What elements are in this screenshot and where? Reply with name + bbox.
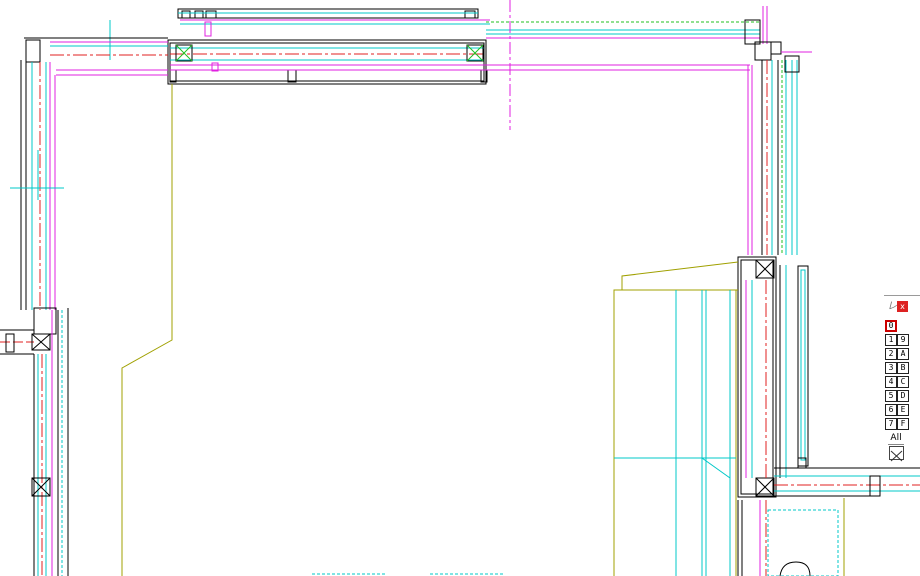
layer-button-9[interactable]: 9: [897, 334, 909, 346]
interior-outline: [122, 84, 738, 576]
layer-button-F[interactable]: F: [897, 418, 909, 430]
layer-palette: レ x 0 1 2 3 4 5 6 7 9 A B C D E F All: [884, 293, 920, 463]
right-wall: [738, 42, 920, 576]
layer-button-2[interactable]: 2: [885, 348, 897, 360]
layer-palette-header: レ x: [884, 295, 920, 312]
left-wall: [0, 20, 168, 576]
layer-button-5[interactable]: 5: [885, 390, 897, 402]
layer-palette-title: レ: [887, 301, 897, 312]
layer-button-3[interactable]: 3: [885, 362, 897, 374]
top-wall: [168, 0, 767, 130]
layer-button-7[interactable]: 7: [885, 418, 897, 430]
layer-button-0[interactable]: 0: [885, 320, 897, 332]
layer-button-D[interactable]: D: [897, 390, 909, 402]
layer-button-B[interactable]: B: [897, 362, 909, 374]
cross-icon: [890, 450, 903, 462]
layer-button-A[interactable]: A: [897, 348, 909, 360]
hide-layers-button[interactable]: [889, 446, 904, 462]
layer-button-E[interactable]: E: [897, 404, 909, 416]
close-icon[interactable]: x: [897, 301, 908, 312]
layer-button-C[interactable]: C: [897, 376, 909, 388]
kitchen-cabinet: [312, 290, 736, 576]
layer-button-1[interactable]: 1: [885, 334, 897, 346]
layer-button-6[interactable]: 6: [885, 404, 897, 416]
layer-button-4[interactable]: 4: [885, 376, 897, 388]
all-layers-button[interactable]: All: [888, 433, 904, 445]
